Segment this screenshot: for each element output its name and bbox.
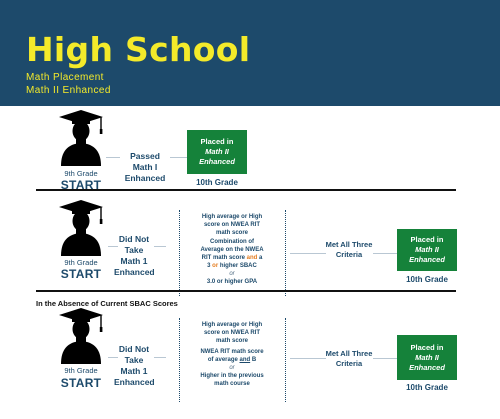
start-label: START [60, 178, 102, 192]
result-label: 10th Grade [406, 275, 448, 284]
section-divider [36, 290, 456, 292]
criteria-item: Combination of Average on the NWEA RIT m… [200, 239, 264, 269]
connector-line [154, 246, 166, 247]
connector-line [373, 253, 397, 254]
grade-label: 9th Grade [64, 169, 98, 178]
subtitle-math-ii-enhanced: Math II Enhanced [26, 85, 111, 96]
grade-label: 9th Grade [64, 366, 98, 375]
connector-line [106, 157, 120, 158]
start-label: START [60, 267, 102, 281]
connector-line [108, 246, 118, 247]
placed-math-ii-box: Placed in Math II Enhanced [397, 335, 457, 380]
criteria-bracket-right [285, 318, 286, 402]
header-banner: High School Math Placement Math II Enhan… [0, 0, 500, 106]
section-heading: In the Absence of Current SBAC Scores [36, 299, 178, 308]
section-divider [36, 189, 456, 191]
criteria-or: or [229, 365, 235, 371]
placed-math-ii-box: Placed in Math II Enhanced [397, 229, 457, 271]
criteria-bracket-left [179, 210, 180, 296]
met-criteria-label: Met All Three Criteria [325, 349, 373, 368]
result-label: 10th Grade [406, 383, 448, 392]
criteria-item: High average or High score on NWEA RIT m… [201, 214, 263, 236]
graduate-silhouette-icon [59, 110, 103, 166]
connector-line [290, 358, 326, 359]
condition-label: Did Not Take Math 1 Enhanced [114, 234, 155, 277]
connector-line [108, 357, 118, 358]
condition-label: Passed Math I Enhanced [124, 151, 166, 183]
criteria-bracket-left [179, 318, 180, 402]
result-label: 10th Grade [196, 178, 238, 187]
criteria-item: High average or High score on NWEA RIT m… [201, 322, 263, 344]
condition-label: Did Not Take Math 1 Enhanced [114, 344, 155, 387]
criteria-item: 3.0 or higher GPA [206, 279, 258, 285]
criteria-item: NWEA RIT math score of average and B [200, 349, 264, 363]
page-title: High School [26, 30, 251, 69]
graduate-silhouette-icon [59, 200, 103, 256]
criteria-bracket-right [285, 210, 286, 296]
connector-line [373, 358, 397, 359]
met-criteria-label: Met All Three Criteria [325, 240, 373, 259]
graduate-silhouette-icon [59, 308, 103, 364]
connector-line [154, 357, 166, 358]
grade-label: 9th Grade [64, 258, 98, 267]
connector-line [290, 253, 326, 254]
placed-math-ii-box: Placed in Math II Enhanced [187, 130, 247, 174]
connector-line [170, 157, 187, 158]
start-label: START [60, 376, 102, 390]
criteria-or: or [229, 271, 235, 277]
criteria-item: Higher in the previous math course [200, 373, 264, 387]
subtitle-math-placement: Math Placement [26, 72, 104, 83]
